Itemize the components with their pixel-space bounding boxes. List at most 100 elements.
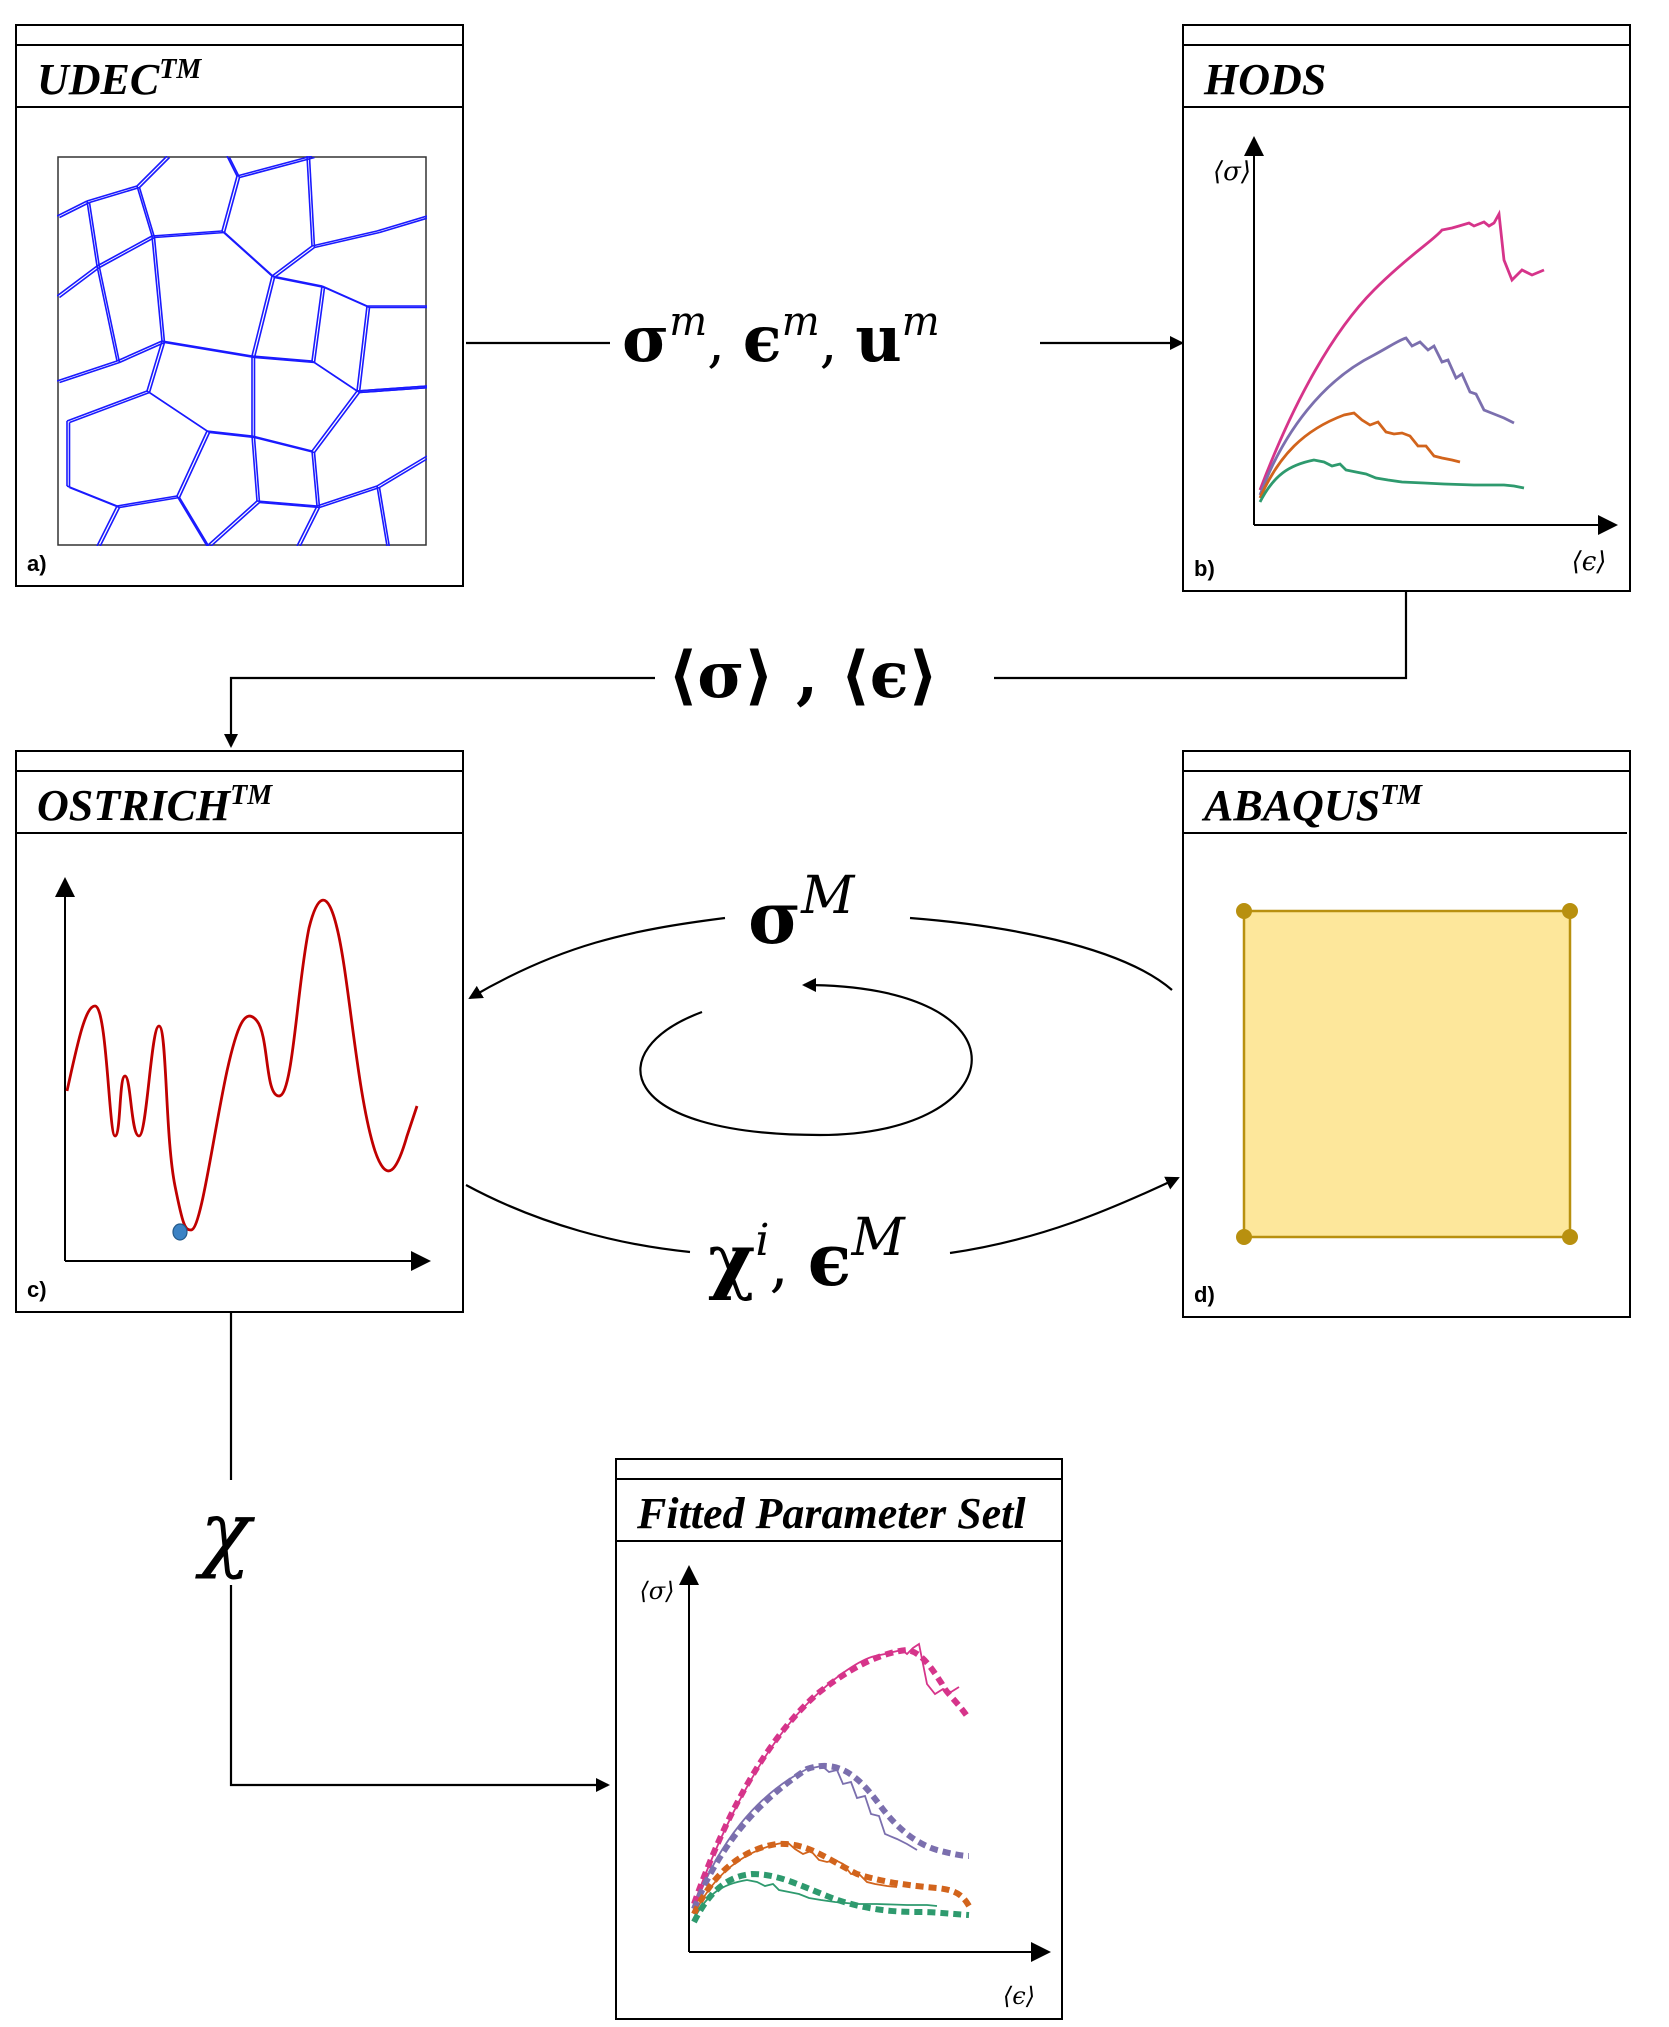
mesh-edge — [313, 287, 326, 363]
arc-abaqus-ostrich-left — [468, 916, 726, 1000]
mesh-edge — [57, 265, 98, 297]
hods-plot: ⟨σ⟩ ⟨ϵ⟩ — [1213, 136, 1618, 577]
ostrich-panel: OSTRICHTM c) — [15, 750, 464, 1313]
element-square — [1242, 909, 1572, 1239]
mesh-edge — [89, 186, 140, 204]
mesh-edge — [148, 342, 166, 393]
hods-curve-orange — [1258, 411, 1461, 499]
mesh-edge — [313, 452, 321, 508]
ostrich-top-strip — [17, 752, 462, 772]
mesh-edge — [136, 185, 153, 237]
mesh-edge — [256, 500, 318, 507]
mesh-edge — [154, 231, 225, 239]
mesh-edge — [319, 486, 380, 509]
abaqus-label: d) — [1194, 1282, 1215, 1307]
mesh-edge — [66, 390, 148, 422]
hods-panel: HODS ⟨σ⟩ ⟨ϵ⟩ b) — [1182, 24, 1631, 592]
label-ostrich-abaqus: χi, ϵM — [708, 1208, 905, 1302]
objective-plot — [55, 877, 431, 1271]
mesh-edge — [223, 231, 276, 279]
mesh-edge — [59, 201, 90, 219]
mesh-edge — [86, 185, 138, 202]
arc-ostrich-abaqus-left — [465, 1184, 691, 1254]
fitted-top-strip — [617, 1460, 1061, 1480]
mesh-edge — [88, 202, 101, 268]
mesh-edge — [378, 487, 391, 546]
mesh-edge — [178, 497, 210, 546]
mesh-edge — [376, 455, 427, 487]
abaqus-top-strip — [1184, 752, 1629, 772]
fitted-x-label: ⟨ϵ⟩ — [1003, 1982, 1035, 2010]
mesh-edge — [376, 485, 388, 546]
arrow-hods-ostrich-right — [994, 592, 1408, 680]
label-hods-ostrich: ⟨σ⟩ , ⟨ϵ⟩ — [668, 638, 938, 713]
abaqus-title: ABAQUSTM — [1204, 780, 1423, 830]
udec-top-strip — [17, 26, 462, 46]
mesh-edge — [311, 450, 318, 507]
udec-title-bar: UDECTM — [17, 46, 462, 108]
mesh-edge — [99, 236, 155, 269]
mesh-edge — [209, 501, 261, 546]
mesh-edge — [251, 355, 313, 362]
mesh-edge — [59, 361, 120, 384]
arrow-ostrich-fitted-bottom — [229, 1585, 610, 1792]
mesh-edge — [358, 307, 371, 393]
hods-label: b) — [1194, 556, 1215, 581]
hods-curve-purple — [1258, 336, 1515, 496]
mesh-edge — [251, 435, 313, 452]
ostrich-label: c) — [27, 1277, 47, 1302]
hods-x-label: ⟨ϵ⟩ — [1572, 547, 1607, 577]
mesh-edge — [116, 340, 163, 362]
node-top-left — [1236, 903, 1252, 919]
fitted-plot: ⟨σ⟩ ⟨ϵ⟩ — [639, 1565, 1051, 2010]
mesh-edge — [161, 340, 253, 357]
mesh-edge — [253, 437, 261, 503]
mesh-edge — [306, 156, 313, 247]
arc-ostrich-abaqus-right — [949, 1176, 1180, 1255]
node-bottom-left — [1236, 1229, 1252, 1245]
mesh-edge — [136, 156, 168, 187]
mesh-edge — [221, 175, 238, 232]
hods-curve-pink — [1258, 209, 1545, 491]
mesh-edge — [251, 275, 273, 357]
mesh-edge — [311, 390, 358, 452]
udec-panel: UDECTM a) — [15, 24, 464, 587]
mesh-edge — [206, 430, 253, 437]
objective-curve — [65, 898, 419, 1232]
mesh-edge — [119, 341, 165, 364]
mesh-edge — [96, 505, 118, 546]
mesh-edge — [311, 285, 323, 362]
hods-top-strip — [1184, 26, 1629, 46]
mesh-edge — [356, 385, 427, 392]
mesh-edge — [146, 340, 163, 392]
mesh-edge — [96, 265, 118, 362]
mesh-edge — [311, 230, 378, 247]
mesh-edge — [138, 187, 156, 238]
mesh-edge — [376, 215, 427, 232]
fitted-panel: Fitted Parameter Setl ⟨σ⟩ ⟨ϵ⟩ — [615, 1458, 1063, 2020]
arc-abaqus-ostrich-right — [909, 916, 1173, 991]
node-top-right — [1562, 903, 1578, 919]
mesh-edge — [176, 430, 208, 497]
hods-title-bar: HODS — [1184, 46, 1629, 108]
mesh-edge — [254, 436, 315, 454]
fitted-title-bar: Fitted Parameter Setl — [617, 1480, 1061, 1542]
hods-title: HODS — [1204, 55, 1327, 104]
udec-title: UDECTM — [37, 54, 202, 104]
mesh-edge — [316, 485, 378, 507]
fitted-model-pink — [691, 1646, 970, 1905]
mesh-edge — [151, 230, 223, 237]
ostrich-title: OSTRICHTM — [37, 780, 273, 830]
mesh-edge — [153, 237, 166, 343]
mesh-edge — [119, 496, 180, 509]
mesh-edge — [149, 391, 210, 434]
mesh-edge — [236, 156, 313, 177]
mesh-edge — [151, 235, 163, 342]
label-ostrich-fitted: χ — [200, 1483, 251, 1581]
mesh-edge — [379, 458, 427, 489]
mesh-edge — [228, 157, 241, 178]
mesh-edge — [313, 392, 361, 453]
mesh-edge — [359, 386, 427, 394]
mesh-edge — [164, 341, 255, 359]
mesh-edge — [379, 217, 427, 234]
